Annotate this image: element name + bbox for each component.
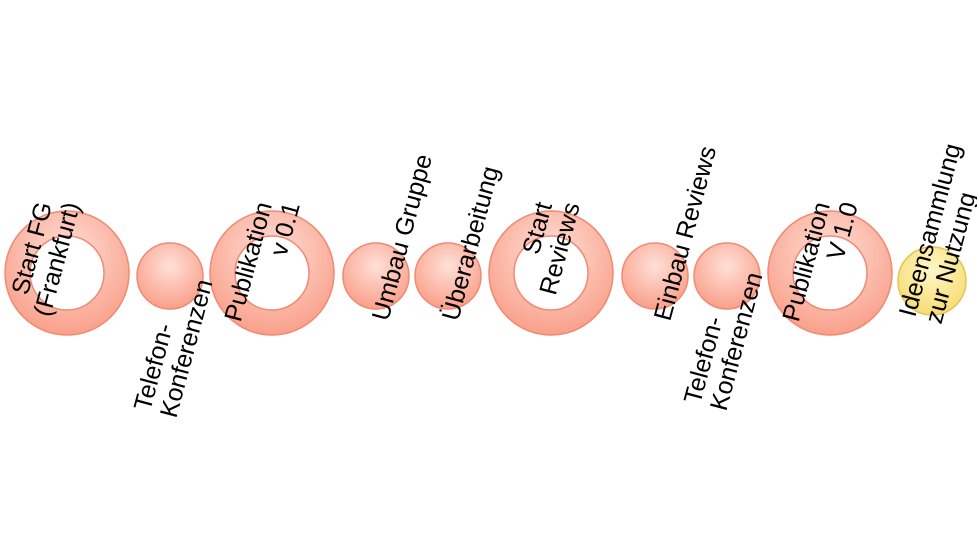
phase-node-6 — [897, 246, 967, 316]
phase-node-5 — [693, 242, 761, 310]
phase-node-3 — [414, 242, 482, 310]
ring-hole — [792, 235, 868, 311]
phase-label-6: Ideensammlung zur Nutzung — [894, 134, 977, 327]
ring-hole — [234, 235, 310, 311]
phase-node-2 — [342, 242, 410, 310]
ring-hole — [29, 235, 105, 311]
milestone-node-4 — [767, 210, 893, 336]
ring-hole — [513, 235, 589, 311]
phase-node-1 — [136, 242, 204, 310]
milestone-node-2 — [209, 210, 335, 336]
milestone-node-1 — [4, 210, 130, 336]
phase-node-4 — [621, 242, 689, 310]
milestone-node-3 — [488, 210, 614, 336]
